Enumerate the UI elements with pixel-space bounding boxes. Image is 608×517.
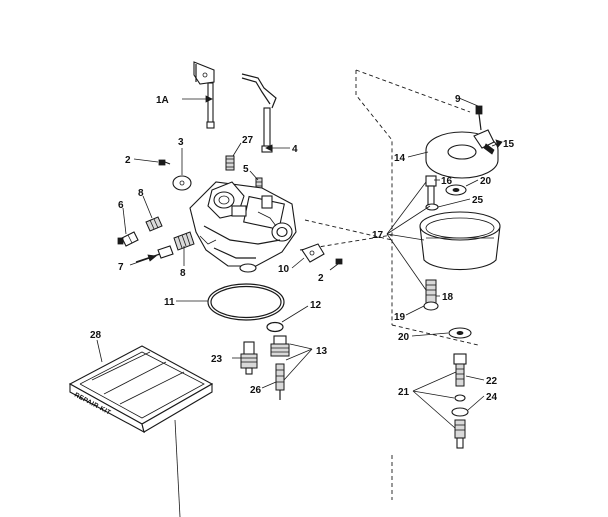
label-8-lower: 8: [180, 268, 186, 279]
washer-lower: [448, 327, 472, 339]
label-14: 14: [394, 153, 406, 164]
o-ring: [266, 321, 284, 333]
label-18: 18: [442, 292, 454, 303]
bowl-drain: [423, 279, 439, 311]
label-15: 15: [503, 139, 515, 150]
needle-26: [275, 363, 285, 400]
label-25: 25: [472, 195, 484, 206]
gasket-inner: [210, 285, 282, 319]
label-23: 23: [211, 354, 223, 365]
main-jet: [240, 341, 258, 375]
label-22: 22: [486, 376, 498, 387]
label-11: 11: [164, 297, 175, 308]
float: [425, 129, 499, 179]
spring-8-upper: [145, 216, 163, 232]
label-12: 12: [310, 300, 322, 311]
label-2-lower: 2: [318, 273, 324, 284]
label-2-upper: 2: [125, 155, 131, 166]
label-17: 17: [372, 230, 384, 241]
label-9: 9: [455, 94, 461, 105]
choke-lever: [241, 73, 277, 153]
label-27: 27: [242, 135, 254, 146]
washer-upper: [445, 184, 467, 196]
label-5: 5: [243, 164, 249, 175]
label-16: 16: [441, 176, 453, 187]
spring-27: [225, 155, 235, 171]
float-bowl-gasket: [207, 283, 285, 321]
screw-6: [117, 231, 139, 247]
label-19: 19: [394, 312, 406, 323]
label-7: 7: [118, 262, 124, 273]
label-3: 3: [178, 137, 184, 148]
leader-lines: [96, 95, 503, 517]
label-20-lower: 20: [398, 332, 410, 343]
needle-screw-7: [135, 245, 174, 263]
label-1a: 1A: [156, 95, 169, 106]
label-24: 24: [486, 392, 498, 403]
label-8-upper: 8: [138, 188, 144, 199]
float-hinge-pin: [475, 105, 483, 131]
carburetor-body: [189, 181, 297, 273]
label-13: 13: [316, 346, 328, 357]
screw-lower-right: [335, 258, 343, 265]
plate-10: [301, 243, 325, 263]
label-20-upper: 20: [480, 176, 492, 187]
screw-upper-left: [158, 159, 171, 166]
bowl-screw: [425, 175, 437, 207]
drain-valve-assembly: [451, 353, 469, 449]
choke-plate: [172, 175, 192, 191]
label-6: 6: [118, 200, 124, 211]
throttle-lever: [193, 61, 215, 129]
float-pin-15: [483, 143, 495, 155]
label-26: 26: [250, 385, 262, 396]
float-bowl: [419, 211, 501, 271]
label-28: 28: [90, 330, 102, 341]
inlet-needle-seat: [270, 335, 290, 357]
part-labels: 1A 2 3 27 4 5 6 8 7 8 10 2 11 12 13 23 2…: [90, 94, 515, 403]
label-10: 10: [278, 264, 290, 275]
spring-8-lower: [173, 231, 195, 251]
label-4: 4: [292, 144, 298, 155]
label-21: 21: [398, 387, 410, 398]
repair-kit-box: [68, 345, 214, 434]
